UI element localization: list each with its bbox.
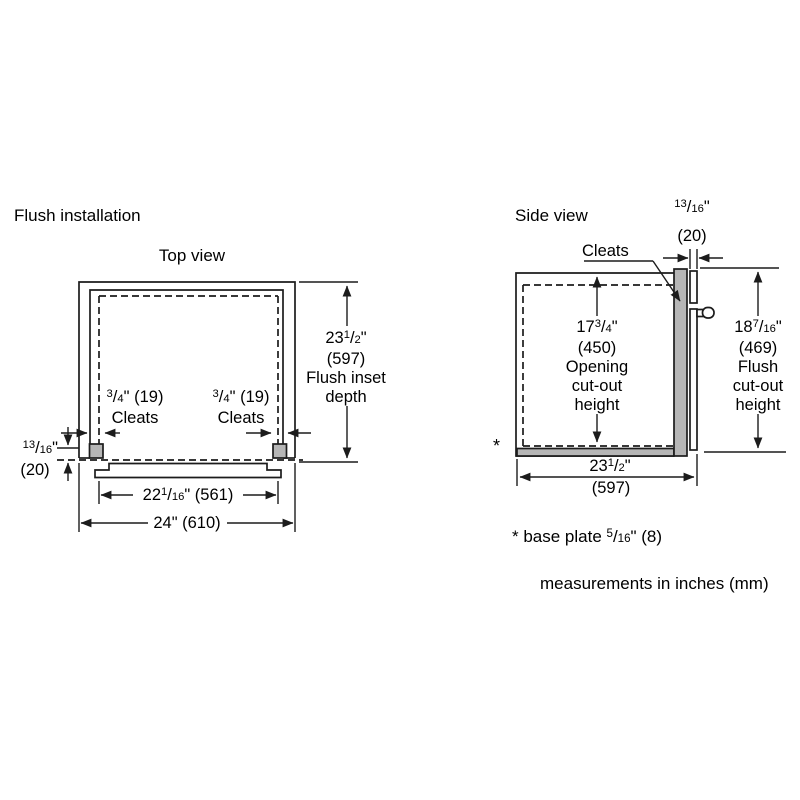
- flush-installation-heading: Flush installation: [14, 206, 141, 225]
- cabinet-outer-wall: [78, 281, 296, 458]
- dimension-desc: cut-out: [732, 377, 784, 395]
- dimension-desc: Flush: [737, 358, 779, 376]
- dimension-mm: (450): [577, 339, 617, 357]
- side-view-title: Side view: [515, 206, 588, 225]
- flush-height-label: 187/16" (469) Flush cut-out height: [733, 318, 783, 415]
- base-plate-footnote: * base plate 5/16" (8): [512, 527, 663, 546]
- depth-value-label: 231/2": [589, 456, 631, 475]
- dimension-desc: height: [735, 396, 781, 414]
- outer-width-dimension: [78, 463, 296, 532]
- dimension-desc: cut-out: [571, 377, 623, 395]
- cleat-left: [88, 443, 104, 459]
- base-plate: [516, 447, 675, 457]
- door-handle: [696, 306, 715, 319]
- dimension-desc: Flush inset: [306, 369, 386, 387]
- dimension-mm: (597): [326, 350, 366, 368]
- oven-outline-dashed-side: [522, 284, 674, 447]
- dimension-desc: height: [574, 396, 620, 414]
- dimension-value: 231/2": [325, 328, 367, 347]
- opening-height-label: 173/4" (450) Opening cut-out height: [566, 318, 628, 415]
- dimension-mm: (469): [738, 339, 778, 357]
- oven-outline-dashed: [57, 295, 303, 461]
- top-view-drawing: [57, 281, 358, 532]
- flush-inset-depth-dimension: [299, 281, 358, 463]
- side-view-drawing: [515, 249, 786, 486]
- door-panel-upper: [689, 270, 698, 304]
- door-thickness-mm-label: (20): [677, 227, 707, 245]
- cleat-right: [272, 443, 288, 459]
- dimension-desc: Opening: [565, 358, 629, 376]
- top-view-title: Top view: [158, 246, 226, 265]
- dimension-value: 3/4" (19): [212, 387, 270, 406]
- cleat-left-label: 3/4" (19) Cleats: [107, 388, 164, 428]
- front-offset-label: 13/16": [22, 438, 58, 457]
- units-note: measurements in inches (mm): [540, 574, 769, 593]
- cleats-leader-line: [584, 260, 681, 302]
- dimension-value: 187/16": [734, 317, 782, 336]
- door-thickness-dimension: [663, 249, 723, 269]
- cleats-label: Cleats: [582, 242, 629, 260]
- cleat-strip: [673, 268, 688, 457]
- flush-inset-depth-label: 231/2" (597) Flush inset depth: [306, 329, 386, 407]
- oven-door-front: [94, 462, 282, 479]
- dimension-desc: Cleats: [111, 409, 159, 427]
- depth-mm-label: (597): [591, 479, 631, 497]
- front-offset-dimension: [57, 427, 79, 481]
- dimension-desc: Cleats: [217, 409, 265, 427]
- dimension-value: 173/4": [576, 317, 618, 336]
- flush-height-dimension: [700, 267, 786, 453]
- door-thickness-label: 13/16": [674, 197, 710, 216]
- front-offset-mm-label: (20): [20, 461, 50, 479]
- dimension-desc: depth: [325, 388, 367, 406]
- cabinet-inner-wall: [89, 289, 284, 458]
- door-panel-lower: [689, 308, 698, 451]
- depth-dimension: [516, 454, 698, 486]
- cleat-right-label: 3/4" (19) Cleats: [213, 388, 270, 428]
- outer-width-label: 24" (610): [153, 514, 221, 532]
- inner-width-dimension: [98, 481, 279, 504]
- dimension-value: 3/4" (19): [106, 387, 164, 406]
- inner-width-label: 221/16" (561): [142, 485, 234, 504]
- base-plate-asterisk: *: [493, 436, 501, 456]
